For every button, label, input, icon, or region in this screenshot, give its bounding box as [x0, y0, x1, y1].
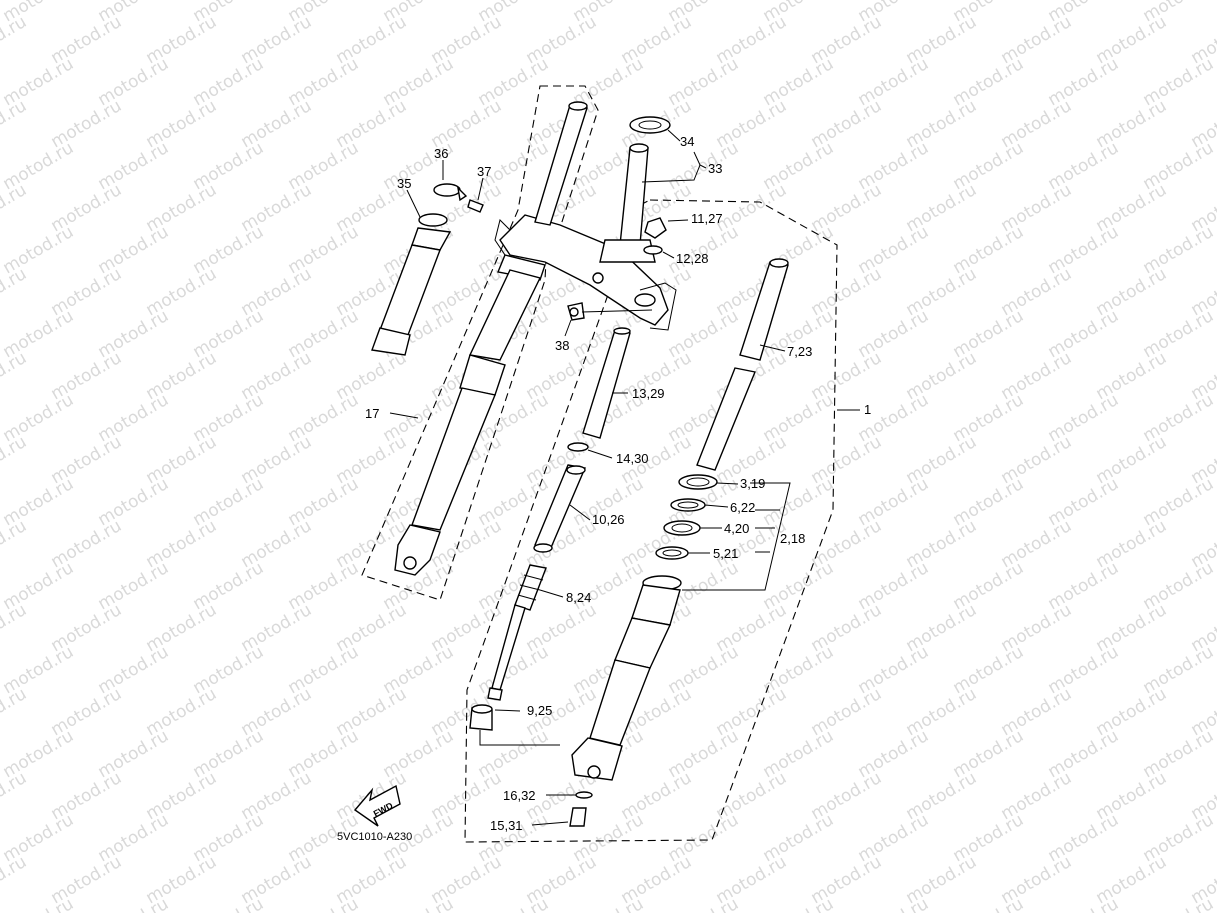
outer-tube-2-18	[571, 575, 682, 781]
clip-6-22	[670, 498, 706, 512]
label-13-29: 13,29	[632, 386, 665, 401]
label-5-21: 5,21	[713, 546, 738, 561]
label-34: 34	[680, 134, 694, 149]
label-33: 33	[708, 161, 722, 176]
label-14-30: 14,30	[616, 451, 649, 466]
washer-5-21	[655, 546, 689, 560]
spacer-13-29	[582, 327, 631, 439]
label-36: 36	[434, 146, 448, 161]
cap-bolt-11-27	[644, 217, 667, 239]
label-12-28: 12,28	[676, 251, 709, 266]
bolt-15-31	[569, 807, 587, 827]
oil-lock-piece-9-25	[469, 704, 493, 731]
diagram-code: 5VC1010-A230	[337, 831, 412, 843]
steering-bracket-38	[494, 214, 677, 331]
spring-10-26	[533, 464, 586, 553]
label-8-24: 8,24	[566, 590, 591, 605]
oil-seal-4-20	[663, 520, 701, 536]
leader-lines	[389, 129, 860, 826]
label-38: 38	[555, 338, 569, 353]
gasket-16-32	[575, 791, 593, 799]
outer-tube-17	[394, 101, 588, 576]
washer-14-30	[567, 442, 589, 452]
o-ring-12-28	[643, 245, 663, 255]
dust-seal-3-19	[678, 474, 718, 490]
label-2-18: 2,18	[780, 531, 805, 546]
damper-rod-8-24	[487, 564, 547, 701]
label-16-32: 16,32	[503, 788, 536, 803]
inner-tube-7-23	[696, 258, 789, 471]
label-7-23: 7,23	[787, 344, 812, 359]
label-10-26: 10,26	[592, 512, 625, 527]
dust-boot-35	[371, 213, 452, 356]
label-35: 35	[397, 176, 411, 191]
label-11-27: 11,27	[691, 211, 723, 226]
label-1: 1	[864, 402, 871, 417]
clamp-36	[433, 183, 468, 202]
label-17: 17	[365, 406, 379, 421]
bearing-race-34	[629, 116, 671, 134]
forward-arrow-icon: FWD	[353, 784, 401, 827]
label-37: 37	[477, 164, 491, 179]
label-4-20: 4,20	[724, 521, 749, 536]
bolt-38	[567, 302, 585, 321]
label-15-31: 15,31	[490, 818, 523, 833]
bolt-37	[467, 199, 484, 213]
label-6-22: 6,22	[730, 500, 755, 515]
label-9-25: 9,25	[527, 703, 552, 718]
label-3-19: 3,19	[740, 476, 765, 491]
steering-shaft-33	[599, 143, 656, 263]
